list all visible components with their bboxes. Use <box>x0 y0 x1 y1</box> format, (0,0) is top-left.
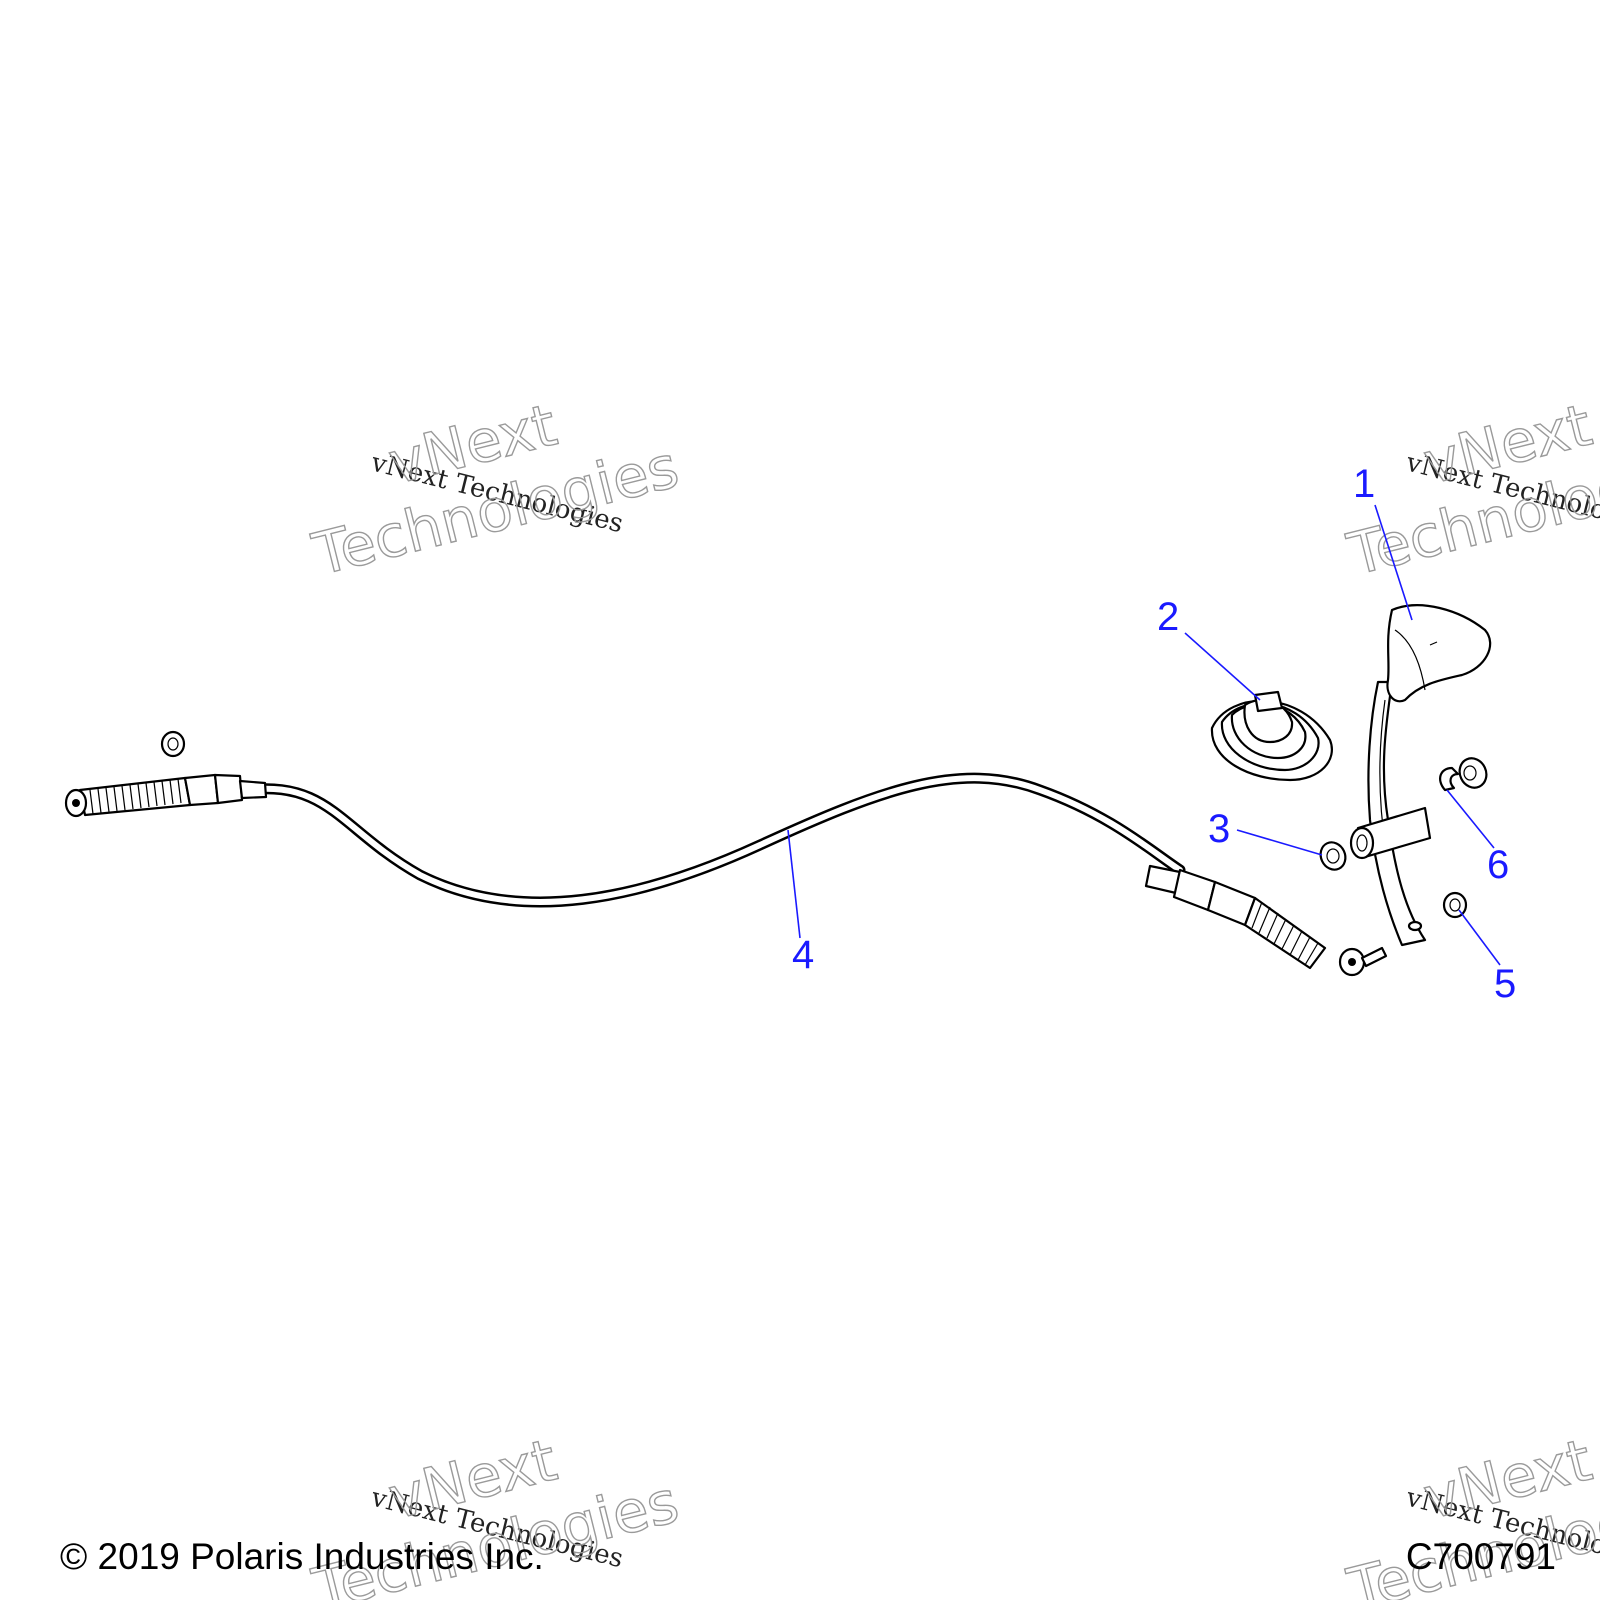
leader-1 <box>1374 504 1413 621</box>
nut-icon <box>160 730 186 758</box>
leader-5 <box>1458 909 1501 966</box>
shift-cable <box>64 772 1388 977</box>
drawing-id: C700791 <box>1405 1536 1556 1577</box>
bushing <box>1319 841 1347 871</box>
leader-4 <box>787 829 801 939</box>
e-clip <box>1439 766 1460 792</box>
shift-boot <box>1210 690 1333 782</box>
copyright-notice: © 2019 Polaris Industries Inc. <box>60 1536 544 1577</box>
leader-6 <box>1446 789 1495 849</box>
callout-3: 3 <box>1208 807 1230 851</box>
callout-1: 1 <box>1353 462 1375 506</box>
callout-2: 2 <box>1157 595 1179 639</box>
callout-6: 6 <box>1487 843 1509 887</box>
callout-5: 5 <box>1494 962 1516 1006</box>
leader-2 <box>1184 632 1261 701</box>
lever-nut <box>1442 891 1468 919</box>
cable-left-end <box>64 773 268 818</box>
callout-4: 4 <box>792 933 814 977</box>
bushing-upper <box>1458 757 1488 789</box>
leader-3 <box>1236 829 1323 856</box>
cable-right-end <box>1144 864 1388 977</box>
shift-lever <box>1349 604 1492 947</box>
